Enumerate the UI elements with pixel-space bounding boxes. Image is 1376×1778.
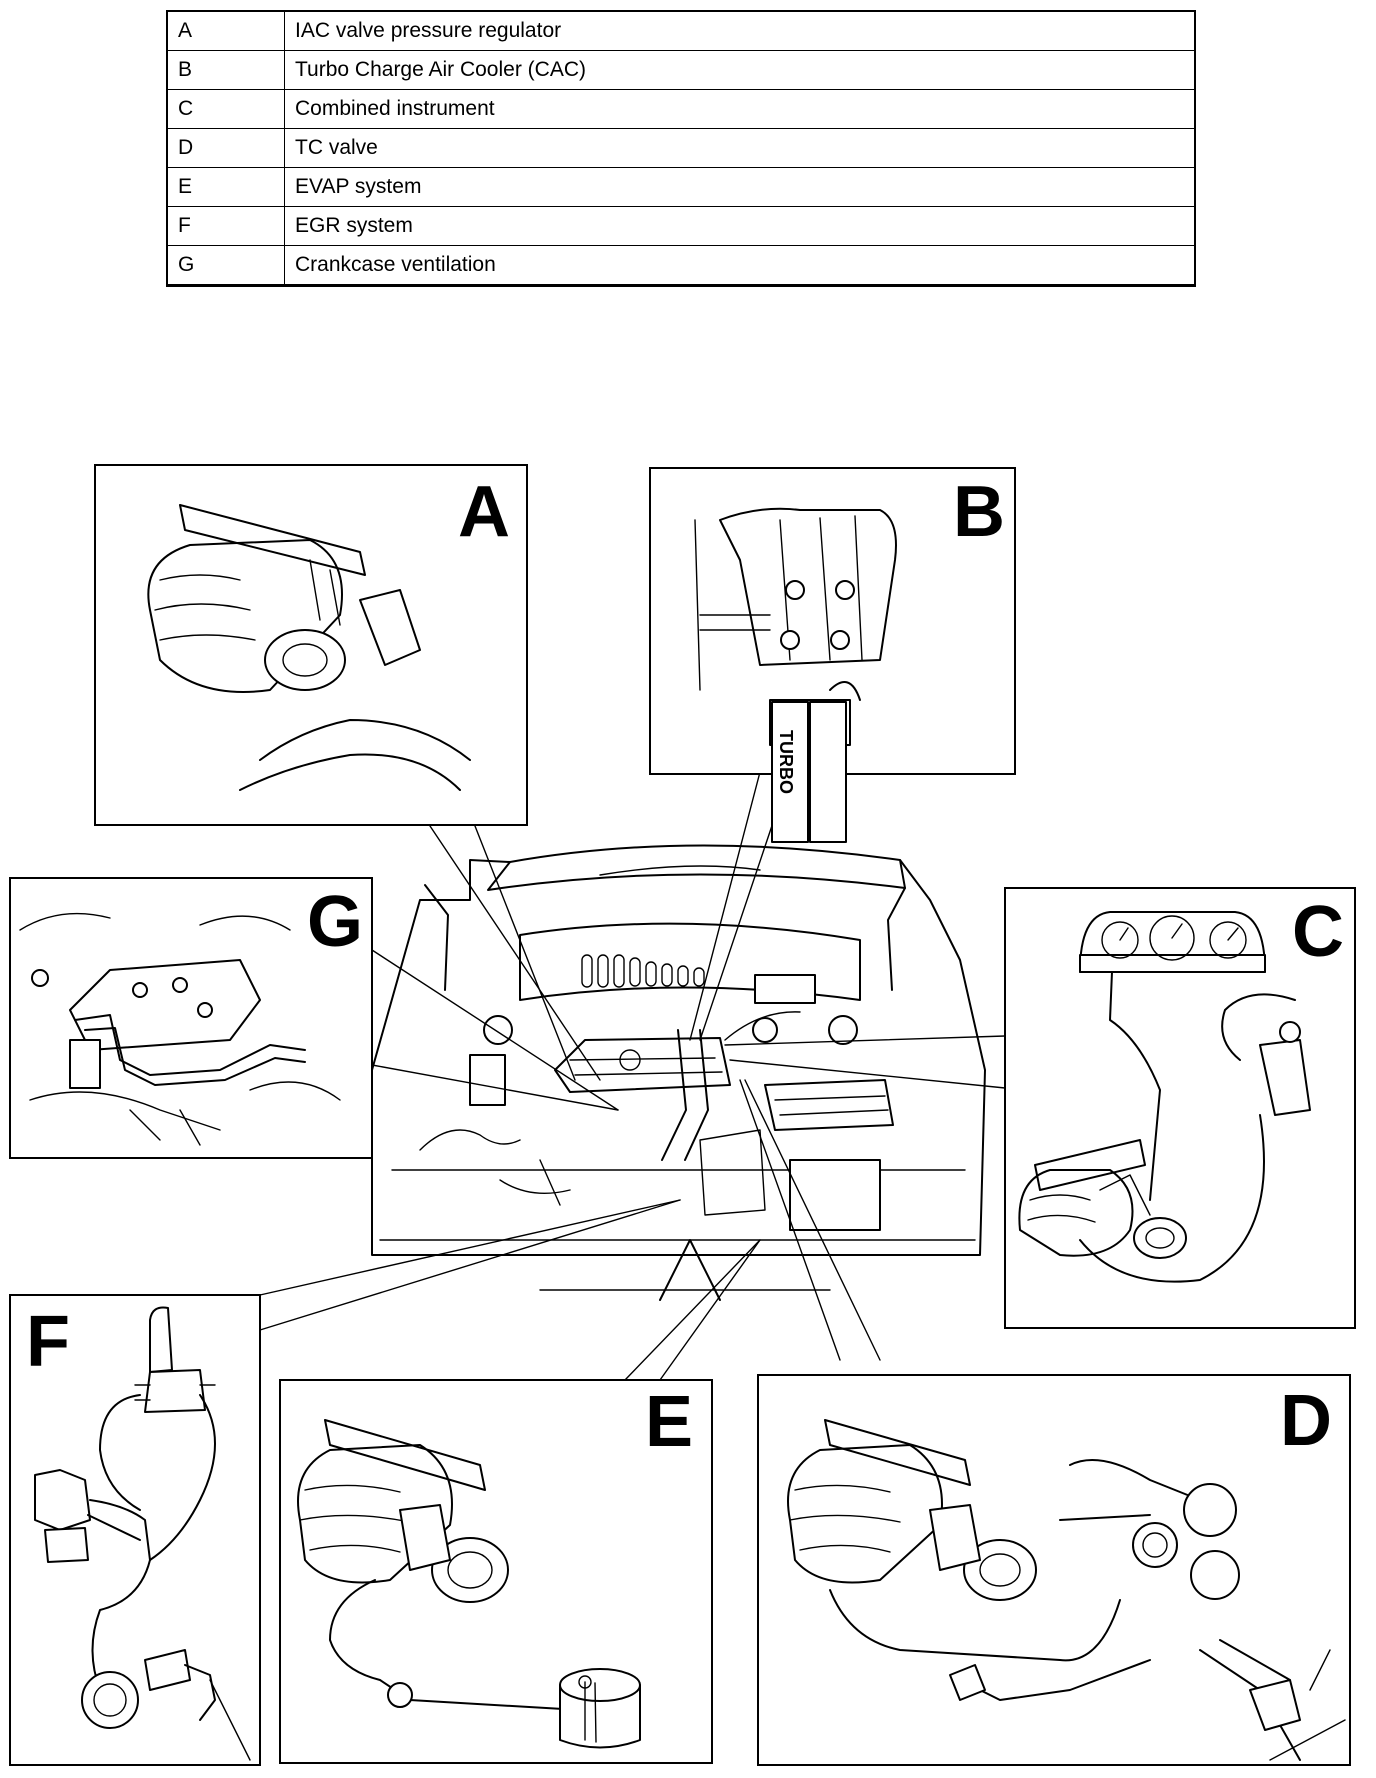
legend-label: TC valve bbox=[284, 128, 1196, 168]
panel-e-label: E bbox=[645, 1382, 693, 1462]
panel-f-label: F bbox=[26, 1302, 70, 1382]
panel-f-egr-system: F bbox=[9, 1294, 261, 1766]
panel-d-tc-valve: D bbox=[757, 1374, 1351, 1766]
turbo-badge: TURBO bbox=[776, 730, 796, 794]
panel-g-label: G bbox=[307, 882, 363, 962]
legend-key: G bbox=[166, 245, 285, 287]
legend-label: IAC valve pressure regulator bbox=[284, 10, 1196, 51]
panel-b-label: B bbox=[953, 472, 1005, 552]
panel-a-label: A bbox=[458, 472, 510, 552]
panel-d-label: D bbox=[1280, 1381, 1332, 1461]
panel-a-iac-valve: A bbox=[94, 464, 528, 826]
leader-lines bbox=[259, 771, 1006, 1381]
panel-c-combined-instrument: C bbox=[1004, 887, 1356, 1329]
engine-bay-overview bbox=[371, 844, 986, 1301]
panel-e-evap-system: E bbox=[279, 1379, 713, 1764]
legend-key: E bbox=[166, 167, 285, 207]
grille-slots bbox=[581, 954, 705, 988]
legend-label: Crankcase ventilation bbox=[284, 245, 1196, 287]
panel-c-label: C bbox=[1292, 892, 1344, 972]
legend-key: F bbox=[166, 206, 285, 246]
panel-g-crankcase-ventilation: G bbox=[9, 877, 373, 1159]
panel-b-charge-air-cooler: B TURBO bbox=[649, 467, 1016, 843]
